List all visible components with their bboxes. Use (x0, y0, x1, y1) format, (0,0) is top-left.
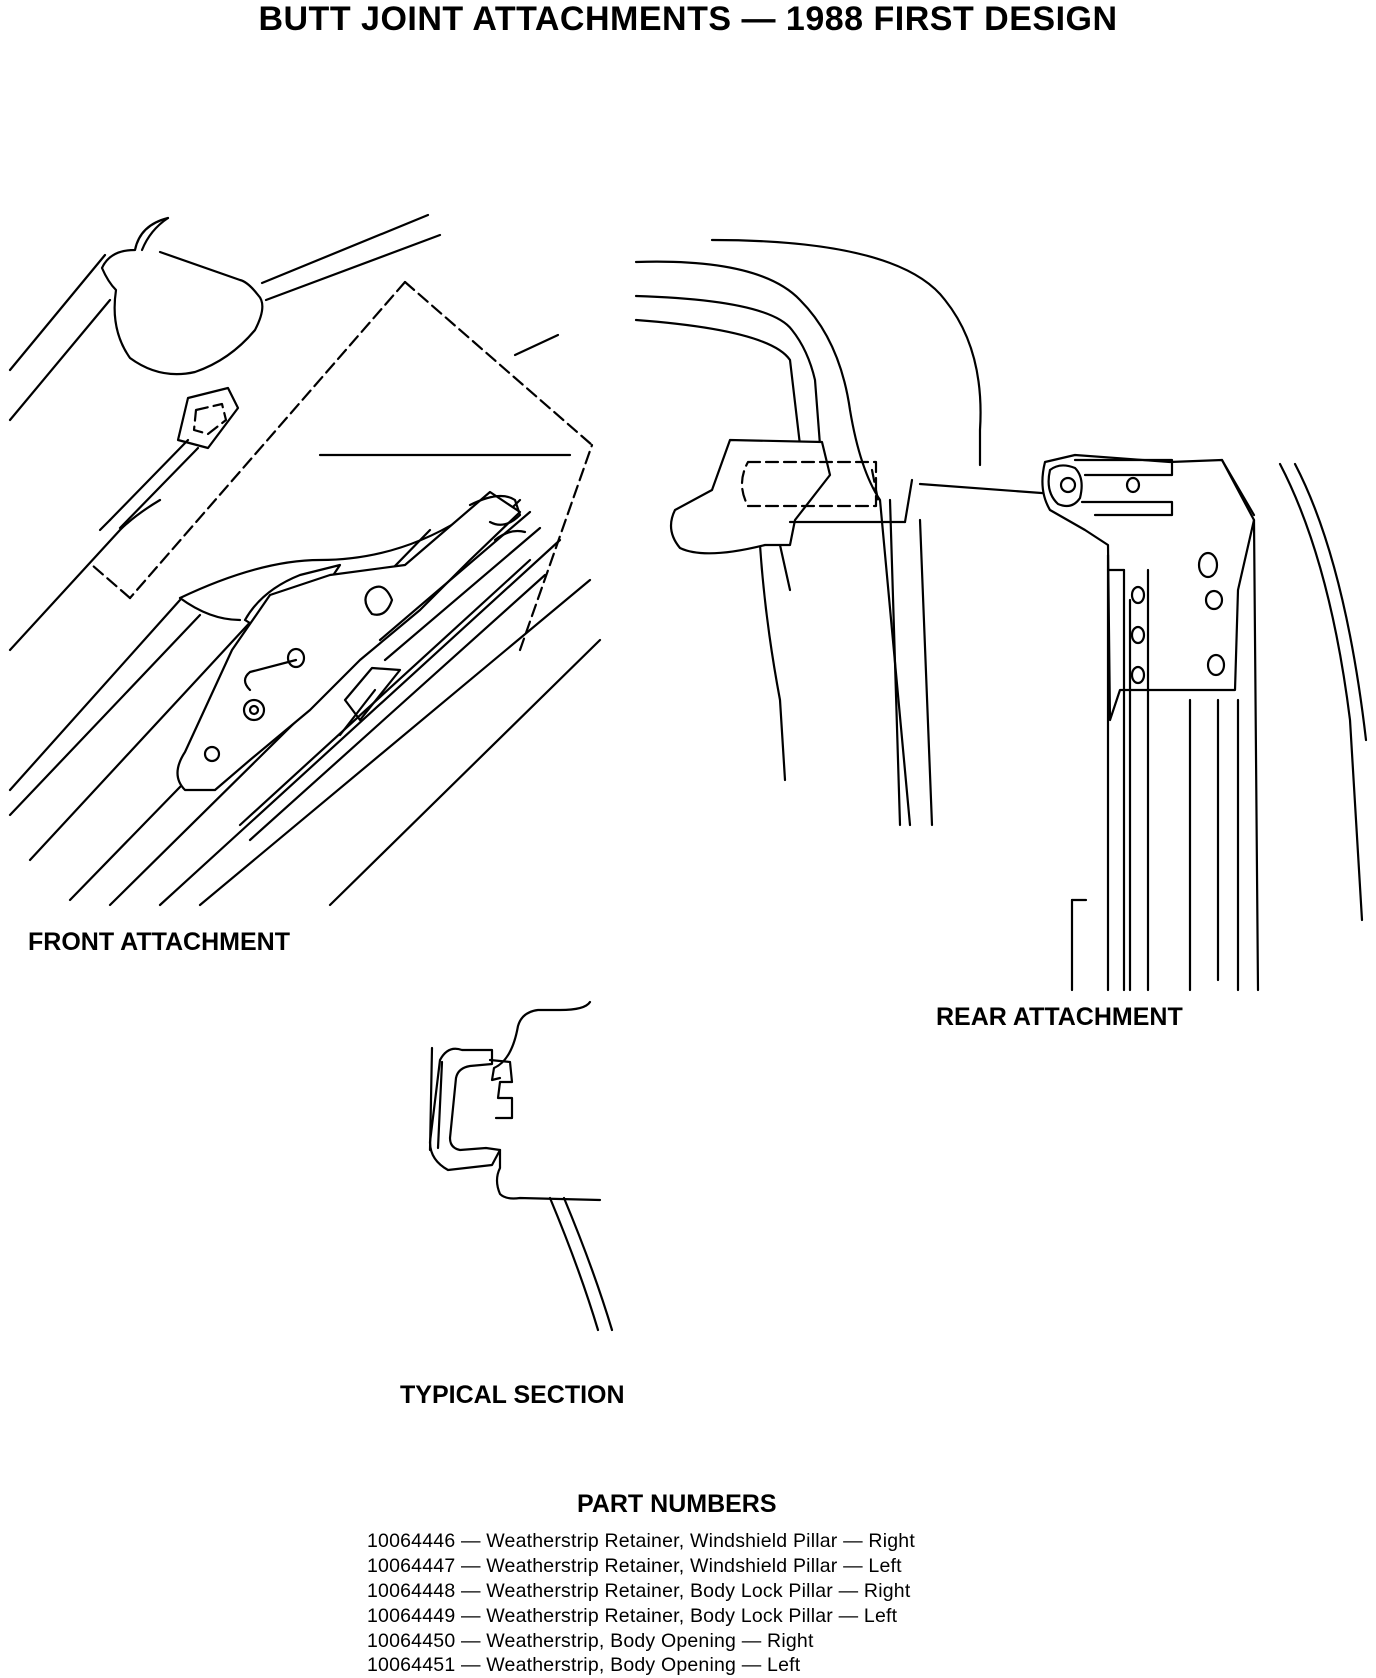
front-attachment-drawing (8, 213, 602, 907)
part-number-row: 10064447 — Weatherstrip Retainer, Windsh… (367, 1555, 902, 1577)
part-numbers-heading: PART NUMBERS (577, 1490, 777, 1518)
part-number-row: 10064451 — Weatherstrip, Body Opening — … (367, 1654, 801, 1676)
part-number-row: 10064448 — Weatherstrip Retainer, Body L… (367, 1580, 911, 1602)
page-title: BUTT JOINT ATTACHMENTS — 1988 FIRST DESI… (258, 0, 1118, 38)
part-number-row: 10064449 — Weatherstrip Retainer, Body L… (367, 1605, 898, 1627)
part-number-row: 10064450 — Weatherstrip, Body Opening — … (367, 1630, 814, 1652)
part-number-row: 10064446 — Weatherstrip Retainer, Windsh… (367, 1530, 915, 1552)
typical-section-drawing (428, 1000, 614, 1332)
rear-attachment-caption: REAR ATTACHMENT (936, 1003, 1183, 1031)
typical-section-caption: TYPICAL SECTION (400, 1381, 625, 1409)
rear-attachment-drawing (634, 238, 1368, 992)
front-attachment-caption: FRONT ATTACHMENT (28, 928, 290, 956)
